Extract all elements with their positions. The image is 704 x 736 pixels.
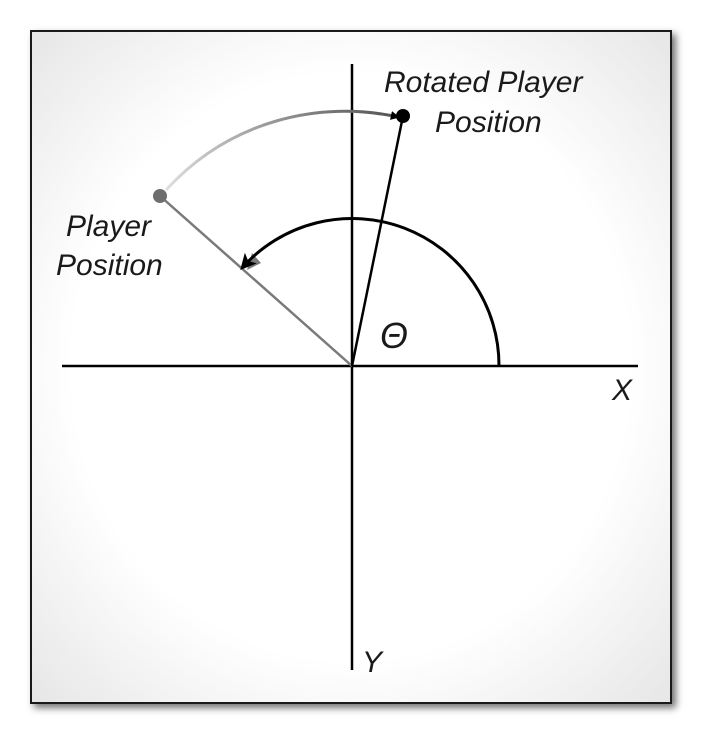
x-axis-label: X [611, 374, 633, 407]
theta-angle-arc [240, 217, 501, 367]
player-label-line2: Position [56, 249, 163, 282]
player-point [153, 189, 167, 203]
rotated-label-line1: Rotated Player [384, 66, 583, 99]
player-vector [159, 195, 353, 367]
rotation-arc [164, 109, 400, 192]
player-label-line1: Player [66, 210, 152, 243]
rotated-point [396, 109, 410, 123]
rotated-label-line2: Position [435, 106, 542, 139]
rotated-vector [350, 115, 405, 367]
y-axis-label: Y [362, 646, 384, 679]
theta-label: Θ [380, 315, 408, 356]
